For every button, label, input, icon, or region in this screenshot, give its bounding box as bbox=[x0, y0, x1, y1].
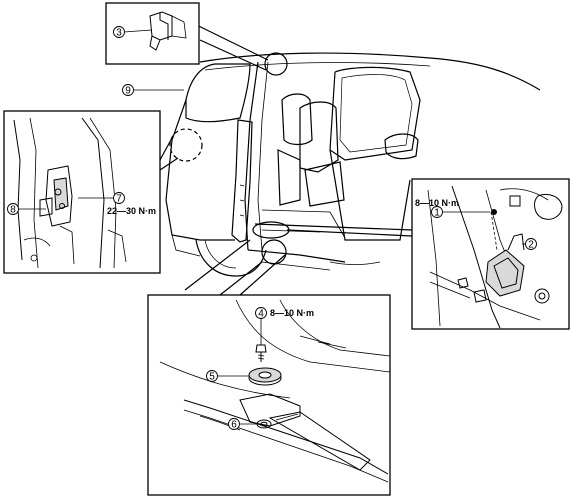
torque-spec-lower-roller-bolt: 8—10 N·m bbox=[270, 308, 314, 318]
callout-1: 1 bbox=[434, 208, 440, 219]
callout-2: 2 bbox=[528, 240, 534, 251]
callout-6-circle bbox=[228, 418, 240, 430]
callout-5-circle bbox=[206, 370, 218, 382]
callout-9: 9 bbox=[125, 86, 131, 97]
callout-4: 4 bbox=[258, 309, 264, 320]
callout-3: 3 bbox=[116, 28, 122, 39]
inset-upper-roller: 3 bbox=[105, 2, 200, 65]
callout-7-circle bbox=[113, 192, 125, 204]
callout-6: 6 bbox=[231, 420, 237, 431]
callout-7: 7 bbox=[116, 194, 122, 205]
callout-2-circle bbox=[525, 238, 537, 250]
callout-3-circle bbox=[113, 26, 125, 38]
upper-roller-location-circle bbox=[264, 52, 288, 76]
callout-8-circle bbox=[7, 203, 19, 215]
callout-4-circle bbox=[255, 307, 267, 319]
callout-1-circle bbox=[431, 206, 443, 218]
inset-center-hinge: 7 22—30 N·m 8 bbox=[3, 110, 161, 274]
vehicle-body bbox=[165, 52, 541, 277]
callout-5: 5 bbox=[209, 372, 215, 383]
torque-spec-center-hinge: 22—30 N·m bbox=[107, 206, 156, 216]
inset-lower-roller: 8—10 N·m 1 2 bbox=[411, 178, 570, 330]
center-hinge-location-circle bbox=[169, 128, 203, 162]
callout-9-circle bbox=[122, 84, 134, 96]
callout-8: 8 bbox=[10, 205, 16, 216]
inset-lower-rail: 4 8—10 N·m 5 6 bbox=[147, 294, 391, 496]
torque-spec-lower-roller-bracket: 8—10 N·m bbox=[415, 198, 459, 208]
inset-leader-lines bbox=[159, 9, 413, 296]
door-panel-label: 9 bbox=[122, 84, 184, 97]
